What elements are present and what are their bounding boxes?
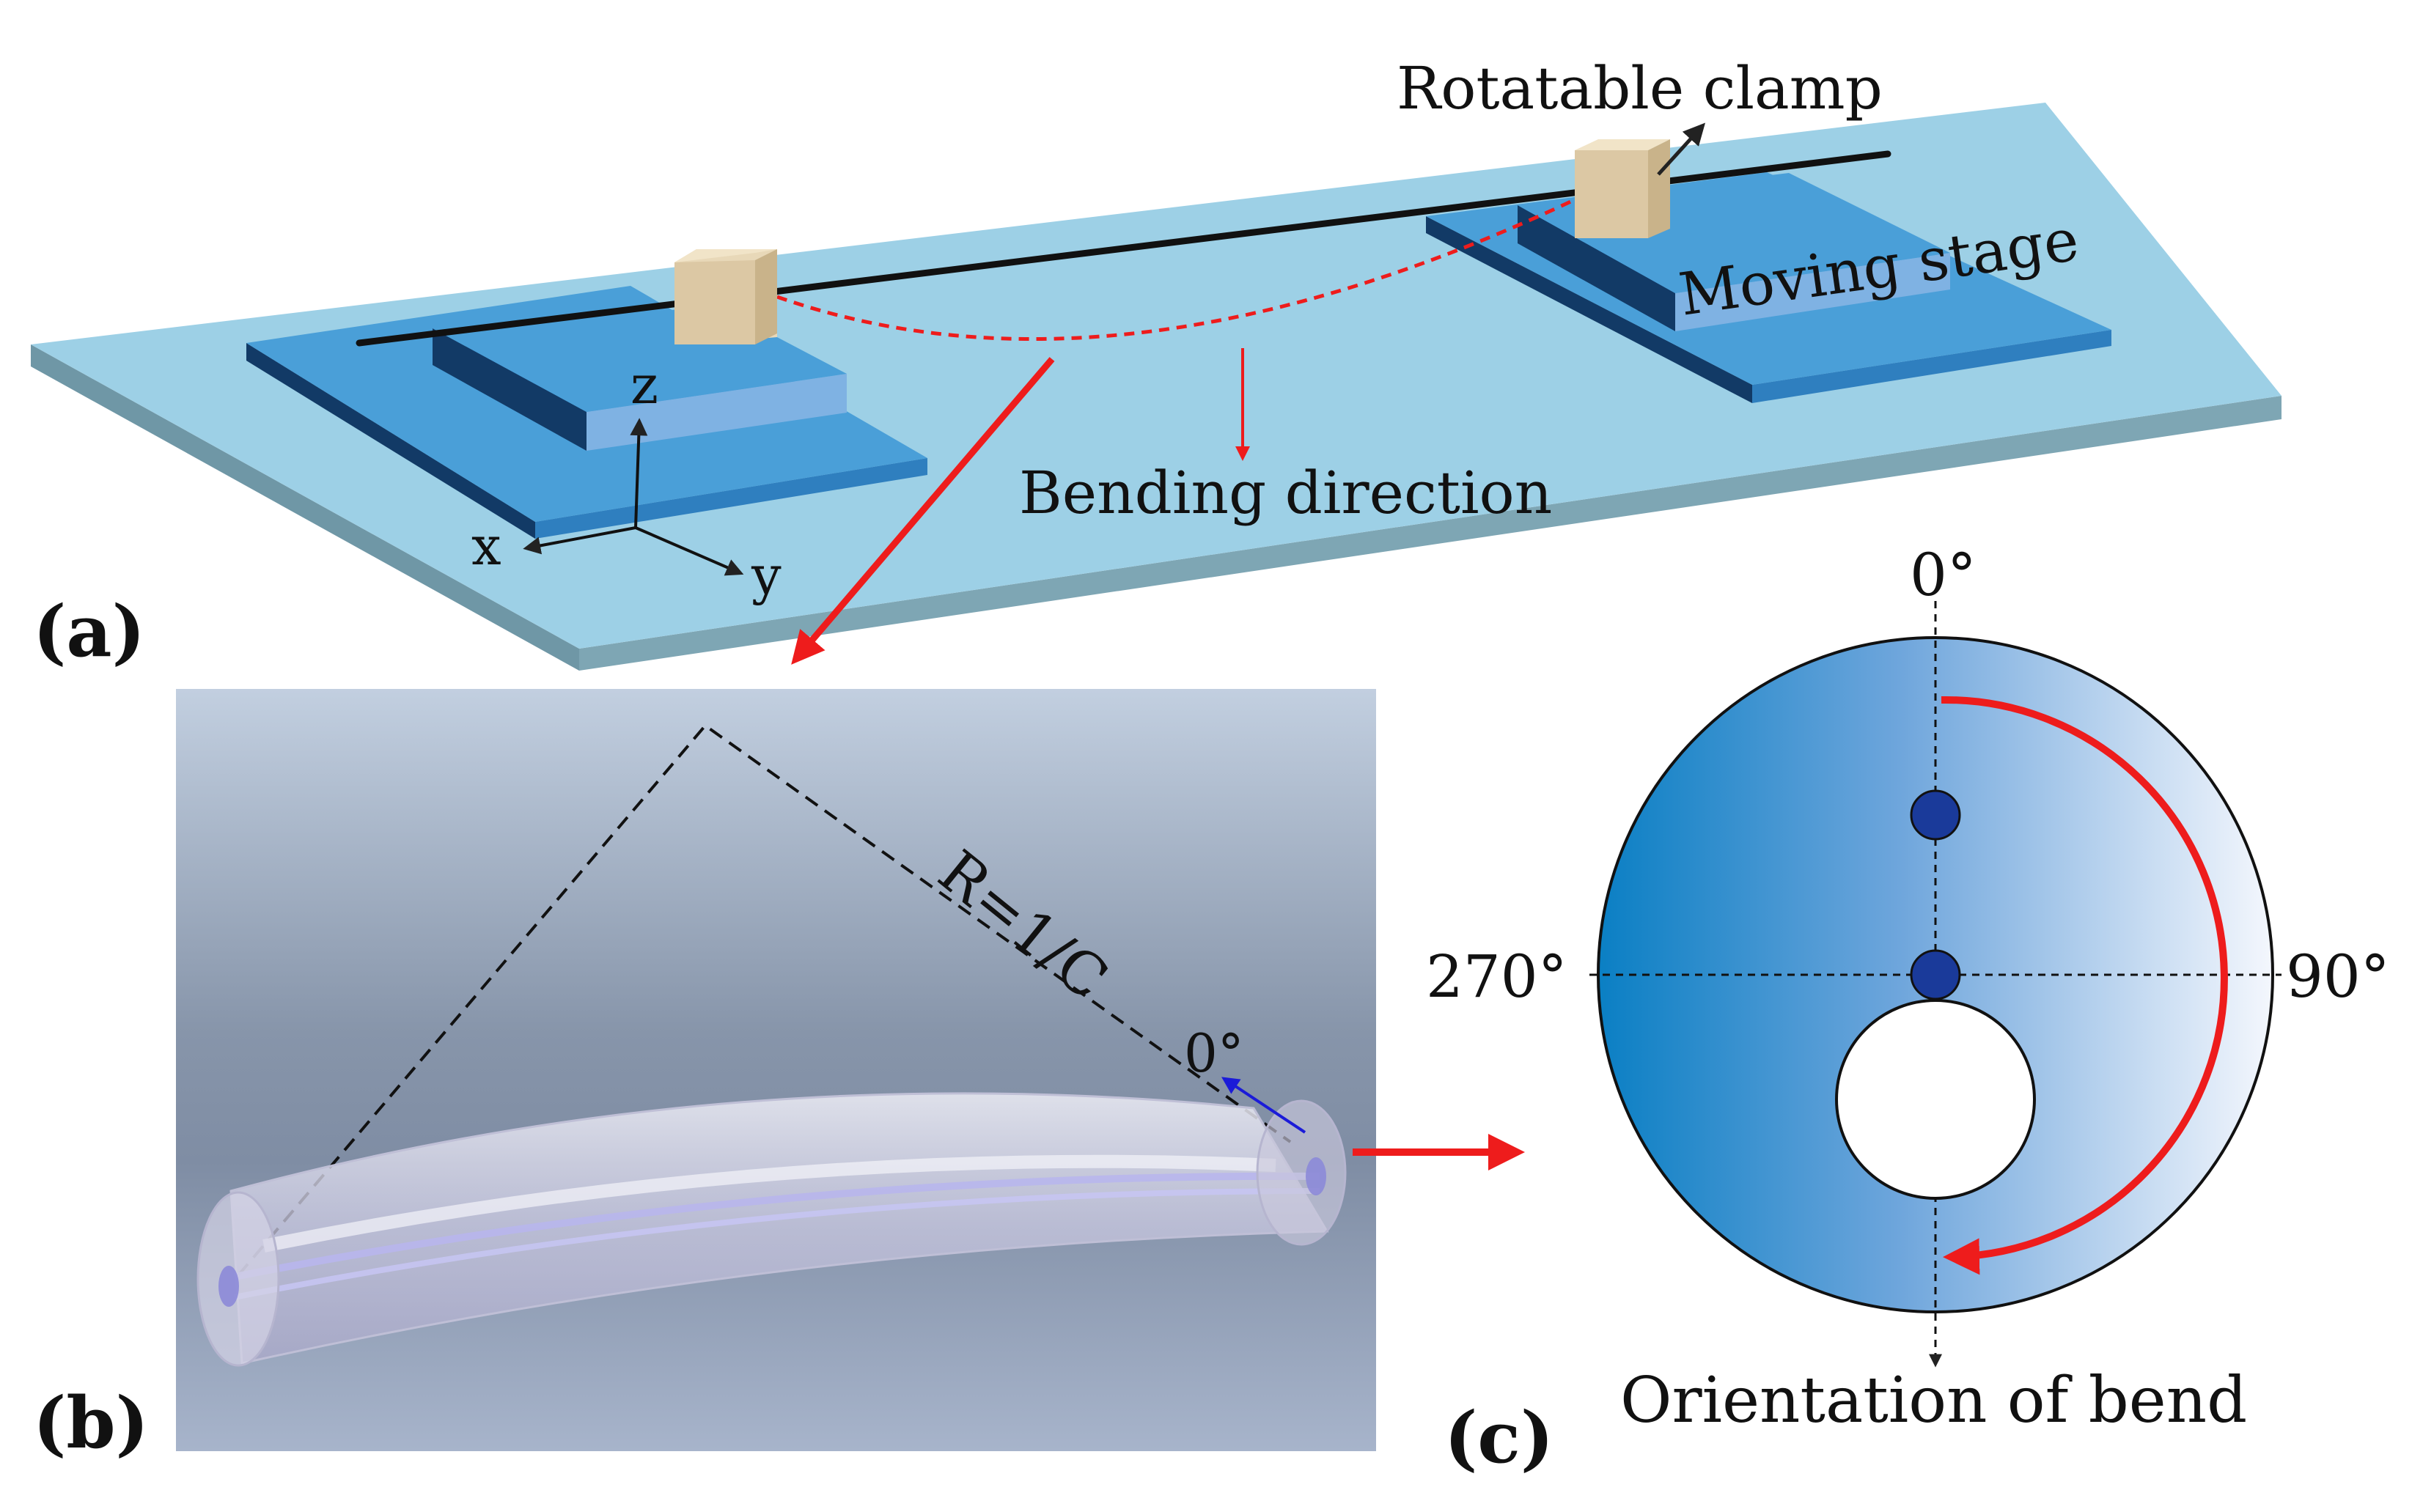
fiber-core-right [1306,1157,1326,1195]
core-center [1910,949,1961,1000]
bending-curve [776,190,1592,342]
panel-b-letter: (b) [33,1382,149,1464]
fiber-highlight [262,1154,1276,1253]
right-stage-lower-side [1426,216,1752,403]
panel-a-setup: Rotatable clamp Moving stage Bending dir… [31,54,2282,673]
zero-angle-arrow [1221,1077,1306,1134]
rotatable-clamp-cube [1575,139,1670,238]
right-stage-upper-side [1518,205,1675,331]
cross-section-zero-label: 0° [1910,541,1977,609]
panel-c-cross-section: 0° 90° 270° Orientation of bend (c) [1426,541,2390,1479]
angle-270-label: 270° [1426,943,1567,1011]
right-stage-lower-front [1752,330,2111,403]
left-clamp [674,249,777,344]
core-top [1910,789,1961,841]
rotatable-clamp-label: Rotatable clamp [1397,54,1883,122]
right-stage-upper-front [1675,253,1950,331]
base-plate-front [579,396,2282,671]
fiber-channel-upper [234,1172,1320,1280]
panel-a-letter: (a) [33,590,145,673]
fiber-zero-angle-label: 0° [1184,1022,1244,1084]
orientation-of-bend-label: Orientation of bend [1620,1364,2247,1437]
angle-90-label: 90° [2286,943,2390,1011]
left-stage-upper-front [587,374,847,451]
fiber-end-right [1256,1099,1347,1246]
rotation-arc-arrow [1941,696,2228,1275]
panel-c-letter: (c) [1444,1396,1554,1479]
axis-y-label: y [751,545,782,606]
axis-z-label: z [630,354,658,416]
left-stage-lower-side [246,343,535,539]
coordinate-axes [523,418,744,576]
air-hole [1835,999,2036,1200]
radius-lines [237,723,1292,1277]
left-stage-lower-front [535,458,927,539]
left-stage-upper-side [433,328,587,451]
panel-b-fiber: R=1/C 0° (b) [33,689,1525,1464]
fiber-channel-lower [234,1188,1320,1300]
bending-direction-label: Bending direction [1019,459,1552,527]
base-plate-side [31,344,579,671]
fiber-core-left [218,1266,239,1307]
clamp-pointer-arrow [1657,122,1706,176]
arrow-to-panel-b [791,357,1055,665]
axis-x-label: x [471,515,501,577]
